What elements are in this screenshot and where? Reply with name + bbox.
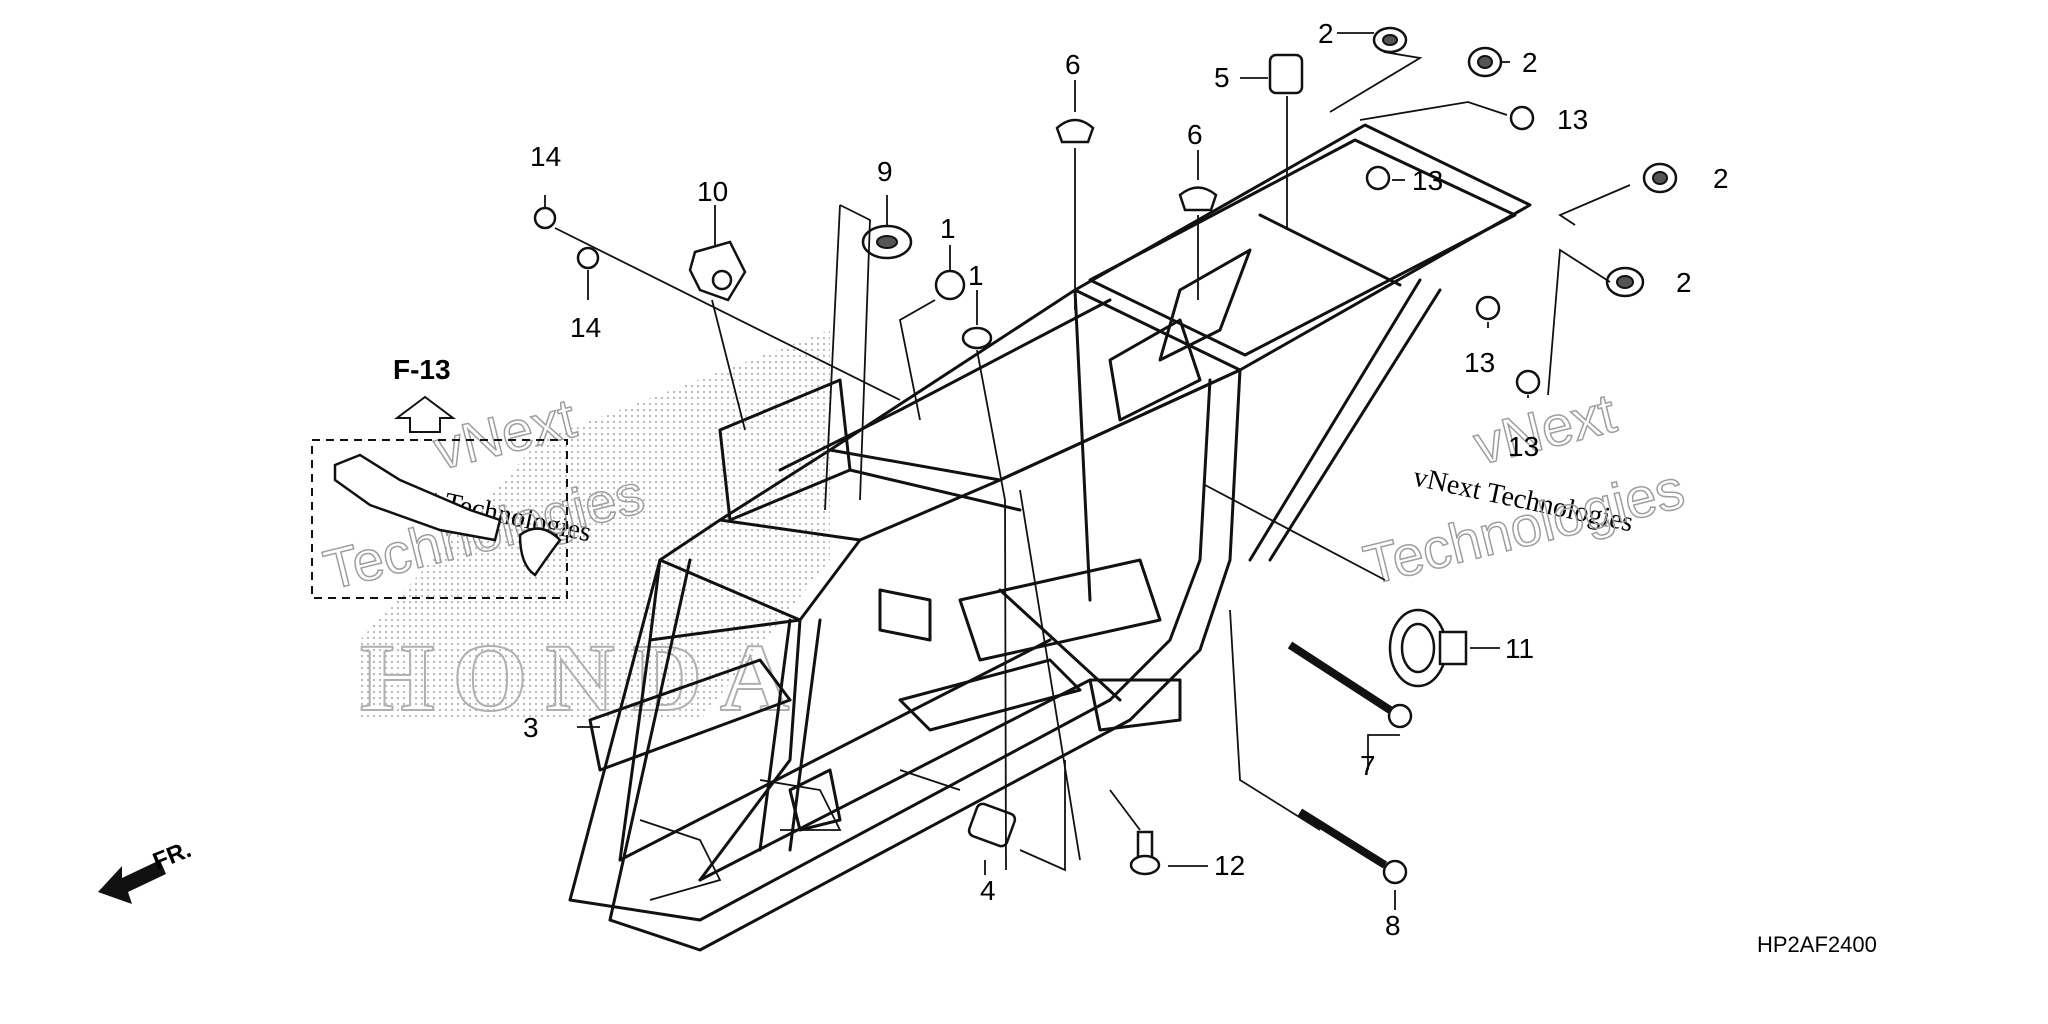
callout-13-mid: 13 — [1412, 165, 1443, 196]
callout-3: 3 — [523, 712, 539, 743]
callouts: 2 2 2 2 5 13 13 13 13 6 6 9 1 1 10 14 14… — [523, 18, 1729, 941]
callout-14-top: 14 — [530, 141, 561, 172]
callout-10: 10 — [697, 176, 728, 207]
watermark-outline-right-2: Technologies — [1358, 456, 1690, 596]
callout-7: 7 — [1360, 750, 1376, 781]
callout-12: 12 — [1214, 850, 1245, 881]
callout-13-bottom: 13 — [1508, 431, 1539, 462]
callout-2-right: 2 — [1713, 163, 1729, 194]
callout-13-top: 13 — [1557, 104, 1588, 135]
callout-6-left: 6 — [1065, 49, 1081, 80]
nut-14b — [576, 246, 600, 270]
clip-6b — [1178, 186, 1218, 212]
callout-5: 5 — [1214, 62, 1230, 93]
nut-13c — [1475, 295, 1501, 321]
callout-4: 4 — [980, 875, 996, 906]
parts — [533, 26, 1678, 885]
collar-4 — [967, 802, 1017, 848]
cap-nut-5 — [1268, 53, 1304, 95]
part-code: HP2AF2400 — [1757, 932, 1877, 957]
clip-6a — [1055, 118, 1095, 144]
front-direction-arrow — [98, 860, 166, 904]
nut-13a — [1509, 105, 1535, 131]
nut-13d — [1515, 369, 1541, 395]
callout-14-bottom: 14 — [570, 312, 601, 343]
nut-13b — [1365, 165, 1391, 191]
callout-1-left: 1 — [940, 213, 956, 244]
cap-1b — [961, 326, 993, 350]
nut-14a — [533, 206, 557, 230]
callout-2-lower-right: 2 — [1676, 267, 1692, 298]
watermark-outline-right-1: vNext — [1468, 381, 1623, 477]
cap-1a — [934, 269, 966, 301]
callout-9: 9 — [877, 156, 893, 187]
leader-lines — [544, 32, 1631, 910]
reference-box — [311, 439, 568, 599]
callout-13-low: 13 — [1464, 347, 1495, 378]
bolt-7 — [1287, 641, 1393, 714]
callout-11: 11 — [1505, 633, 1534, 664]
watermark-dotted-area — [360, 330, 830, 720]
watermark-honda: HONDA — [360, 624, 807, 731]
front-label: FR. — [149, 836, 195, 876]
bolt-8 — [1297, 808, 1388, 869]
callout-8: 8 — [1385, 910, 1401, 941]
callout-2-upper-right: 2 — [1522, 47, 1538, 78]
reference-label: F-13 — [393, 354, 451, 385]
callout-2-top: 2 — [1318, 18, 1334, 49]
reference-arrow-up — [394, 395, 456, 433]
frame-body — [568, 123, 1532, 952]
callout-1-right: 1 — [968, 260, 984, 291]
callout-6-right: 6 — [1187, 119, 1203, 150]
